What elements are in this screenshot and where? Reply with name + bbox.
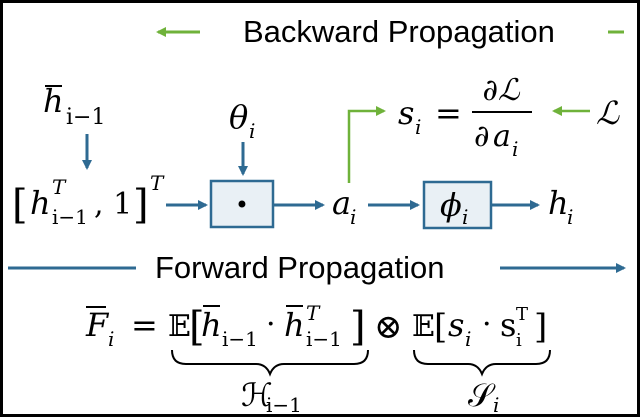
h-output-node: h i [548,184,573,229]
concat-rest: , 1 [94,187,132,222]
concat-open-bracket: [ [12,182,28,228]
bracket-2-open: [ [434,307,447,347]
fraction-denominator-a: a [493,119,511,154]
S-subscript: i [493,393,499,417]
fraction-denominator-partial: ∂ [474,119,490,154]
phi-subscript: i [462,205,468,229]
concat-h-superscript: T [52,175,67,199]
F-symbol: F [85,306,110,344]
concat-close-bracket: ] [133,182,149,228]
dot-product-box [209,179,275,229]
hbar-node: h i−1 [43,82,105,130]
loss-symbol: ℒ [596,94,620,132]
h2-superscript: T [306,301,321,325]
s2-subscript: i [516,330,522,351]
a-subscript: i [350,205,356,229]
s-subscript: i [415,115,421,139]
s-equals: = [435,94,462,132]
dot-2: · [482,307,492,342]
phi-node: ϕ i [440,186,468,229]
formula-equals: = [131,306,158,344]
bracket-2-close: ] [534,307,547,347]
concat-h-subscript: i−1 [52,205,88,229]
h-output-subscript: i [567,205,573,229]
a-symbol: a [332,184,351,222]
expectation-1: 𝔼 [168,309,191,344]
s-gradient-equation: s i = ∂ℒ ∂ a i [398,73,532,161]
dot-1: · [266,307,276,342]
kronecker-product: ⊗ [374,307,403,347]
theta-node: θ i [229,98,255,143]
expectation-2: 𝔼 [412,309,435,344]
fisher-formula: F i = 𝔼 [ h i−1 · h T i−1 ] ⊗ 𝔼 [ s i · … [85,301,551,417]
theta-symbol: θ [229,98,248,136]
h2-symbol: h [284,306,305,344]
underbrace-H [171,349,369,377]
a-node: a i [332,184,356,229]
activation-box [422,180,493,230]
hbar-subscript: i−1 [66,105,105,130]
hbar-symbol: h [43,82,64,120]
h1-subscript: i−1 [222,327,258,351]
dot-operator: • [235,191,249,219]
s-symbol: s [398,94,414,132]
S-label: 𝒮 [468,376,496,414]
fraction-denominator-subscript: i [512,137,518,161]
H-label: ℋ [241,376,273,414]
s2-superscript: T [516,304,528,325]
backward-label: Backward Propagation [243,14,555,49]
bracket-1-close: ] [350,304,366,350]
H-subscript: i−1 [266,393,302,417]
underbrace-S [413,349,551,377]
theta-subscript: i [249,119,255,143]
s-formula-symbol: s [448,306,464,344]
concat-h: h [30,184,51,222]
F-subscript: i [108,327,114,351]
concat-input: [ h T i−1 , 1 ] T [12,171,165,229]
fraction-numerator: ∂ℒ [482,73,521,108]
phi-symbol: ϕ [440,186,462,224]
h1-symbol: h [201,306,222,344]
a-to-s-backward-arrow [347,106,386,183]
concat-outer-superscript: T [150,171,165,195]
forward-label: Forward Propagation [155,250,445,285]
s2-symbol: s [500,306,516,344]
s-formula-subscript: i [465,327,471,351]
h-output-symbol: h [548,184,569,222]
bracket-1-open: [ [189,304,205,350]
h2-subscript: i−1 [306,327,342,351]
